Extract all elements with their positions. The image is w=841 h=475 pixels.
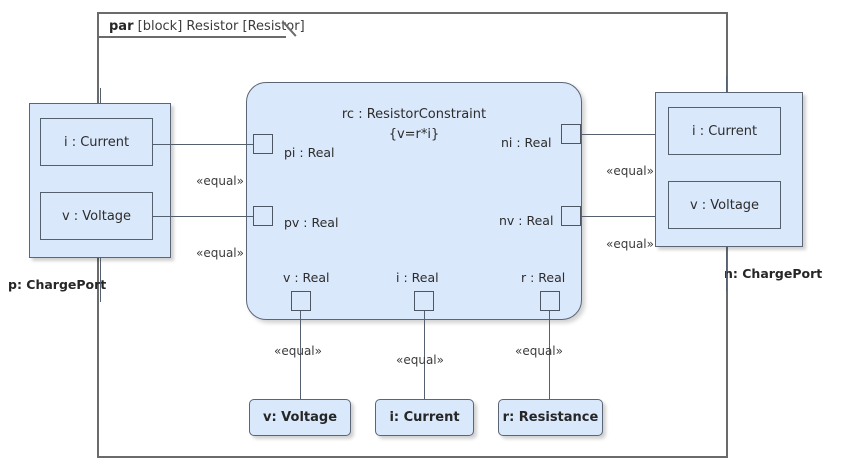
- constraint-port-v-label: v : Real: [283, 270, 330, 285]
- value-property-current[interactable]: i: Current: [375, 399, 474, 436]
- constraint-port-ni[interactable]: [561, 124, 581, 144]
- connector-r-to-resistance-value[interactable]: [549, 311, 550, 399]
- connector-label-right-current: «equal»: [606, 164, 654, 178]
- constraint-port-pi-label: pi : Real: [284, 145, 335, 160]
- constraint-port-pi[interactable]: [253, 134, 273, 154]
- connector-left-voltage-to-pv[interactable]: [153, 216, 253, 217]
- right-chargeport-frame-stub-top: [726, 76, 727, 93]
- connector-v-to-voltage-value[interactable]: [300, 311, 301, 399]
- diagram-frame-label-rest: [block] Resistor [Resistor]: [133, 19, 305, 34]
- connector-nv-to-right-voltage[interactable]: [581, 216, 655, 217]
- connector-label-right-voltage: «equal»: [606, 237, 654, 251]
- constraint-port-r[interactable]: [540, 291, 560, 311]
- constraint-expression-label: {v=r*i}: [388, 127, 440, 142]
- value-property-voltage[interactable]: v: Voltage: [249, 399, 351, 436]
- connector-i-to-current-value[interactable]: [424, 311, 425, 399]
- right-chargeport-name-label: n: ChargePort: [724, 266, 823, 281]
- left-chargeport-property-voltage[interactable]: v : Voltage: [40, 192, 153, 240]
- diagram-frame-label: par [block] Resistor [Resistor]: [99, 14, 311, 40]
- connector-label-bottom-current: «equal»: [396, 353, 444, 367]
- connector-label-bottom-voltage: «equal»: [274, 344, 322, 358]
- right-chargeport-frame-stub-bottom: [726, 246, 727, 291]
- constraint-name-label: rc : ResistorConstraint: [341, 107, 487, 122]
- right-chargeport-property-current[interactable]: i : Current: [668, 107, 781, 155]
- connector-ni-to-right-current[interactable]: [581, 134, 655, 135]
- left-chargeport-frame-stub-top: [100, 88, 101, 104]
- diagram-frame-tab-slant: [284, 12, 310, 38]
- left-chargeport-name-label: p: ChargePort: [8, 277, 107, 292]
- constraint-port-pv[interactable]: [253, 206, 273, 226]
- value-property-resistance[interactable]: r: Resistance: [498, 399, 603, 436]
- right-chargeport-property-current-label: i : Current: [691, 123, 758, 139]
- connector-label-left-current: «equal»: [196, 174, 244, 188]
- diagram-frame-tab-underline: [97, 36, 286, 38]
- value-property-voltage-label: v: Voltage: [262, 410, 338, 425]
- constraint-port-nv[interactable]: [561, 206, 581, 226]
- left-chargeport-property-current-label: i : Current: [63, 134, 130, 150]
- left-chargeport-frame-stub-bottom: [100, 257, 101, 302]
- connector-left-current-to-pi[interactable]: [153, 144, 253, 145]
- right-chargeport-property-voltage-label: v : Voltage: [689, 197, 760, 213]
- constraint-port-pv-label: pv : Real: [284, 215, 339, 230]
- value-property-current-label: i: Current: [389, 410, 460, 425]
- value-property-resistance-label: r: Resistance: [502, 410, 599, 425]
- connector-label-bottom-resistance: «equal»: [515, 344, 563, 358]
- constraint-port-i-label: i : Real: [396, 270, 439, 285]
- left-chargeport-property-voltage-label: v : Voltage: [61, 208, 132, 224]
- diagram-frame-tab: par [block] Resistor [Resistor]: [97, 12, 305, 38]
- constraint-port-i[interactable]: [414, 291, 434, 311]
- constraint-port-r-label: r : Real: [521, 270, 566, 285]
- constraint-port-v[interactable]: [291, 291, 311, 311]
- diagram-kind-keyword: par: [109, 19, 134, 34]
- left-chargeport-property-current[interactable]: i : Current: [40, 118, 153, 166]
- right-chargeport-property-voltage[interactable]: v : Voltage: [668, 181, 781, 229]
- connector-label-left-voltage: «equal»: [196, 246, 244, 260]
- resistor-constraint-block[interactable]: rc : ResistorConstraint {v=r*i}: [246, 82, 582, 320]
- constraint-port-nv-label: nv : Real: [499, 213, 554, 228]
- constraint-port-ni-label: ni : Real: [501, 135, 552, 150]
